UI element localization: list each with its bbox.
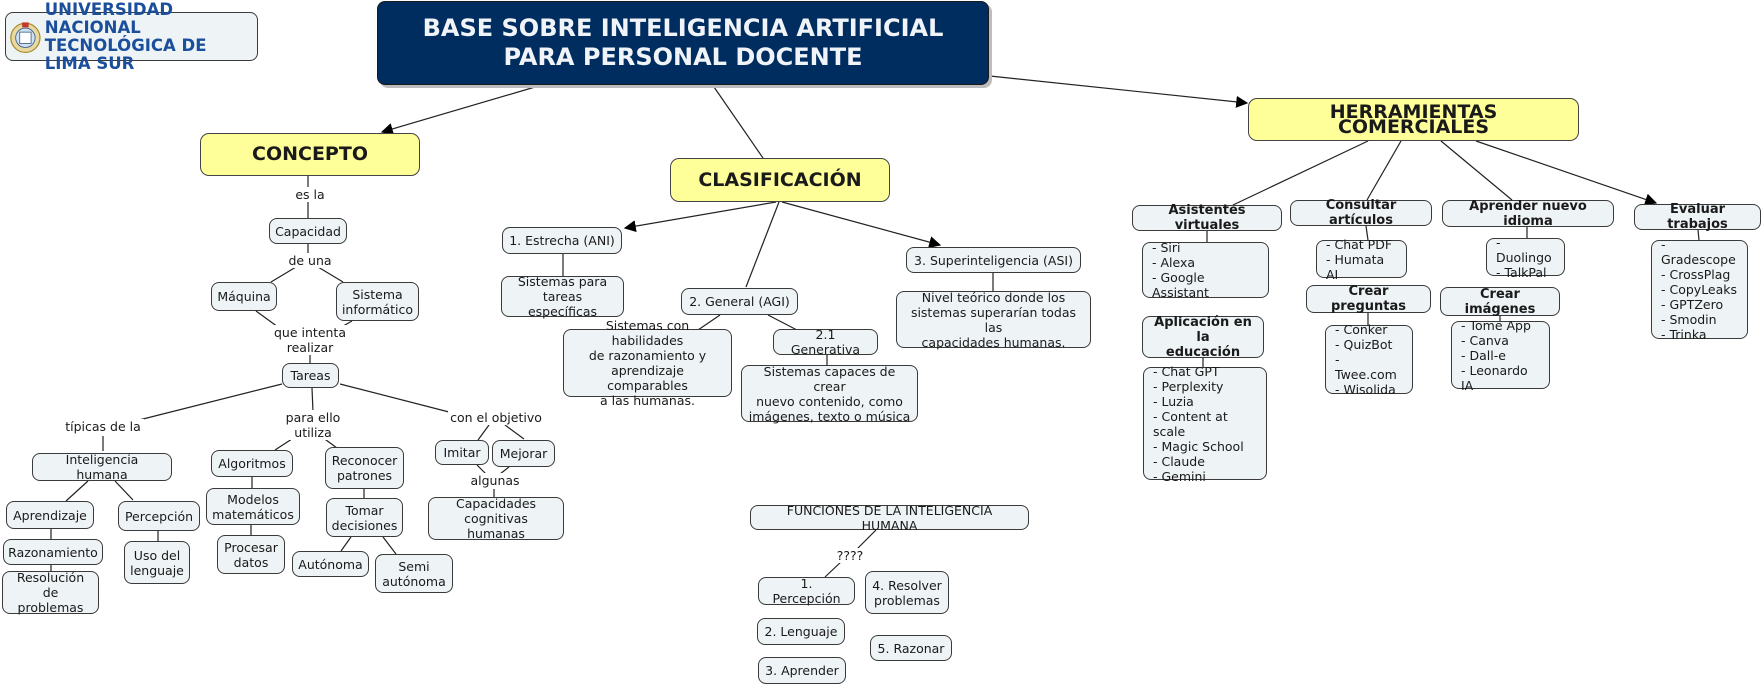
tool-group-list[interactable]: - Gradescope - CrossPlag - CopyLeaks - G… xyxy=(1651,237,1748,342)
node-algoritmos[interactable]: Algoritmos xyxy=(211,450,293,477)
link-label-de-una: de una xyxy=(283,253,337,268)
heading-concepto[interactable]: CONCEPTO xyxy=(200,133,420,176)
tool-group-title[interactable]: Consultar artículos xyxy=(1290,198,1432,228)
link-label-es-la: es la xyxy=(290,187,330,202)
funcion-item[interactable]: 2. Lenguaje xyxy=(757,618,845,645)
university-name: UNIVERSIDAD NACIONAL TECNOLÓGICA DE LIMA… xyxy=(44,0,207,73)
node-estrecha-ani[interactable]: 1. Estrecha (ANI) xyxy=(502,227,622,254)
tool-group-list[interactable]: - Tome App - Canva - Dall-e - Leonardo I… xyxy=(1451,318,1550,393)
funcion-item[interactable]: 1. Percepción xyxy=(758,576,855,606)
tool-group-title[interactable]: Crear imágenes xyxy=(1440,287,1560,317)
link-label-funciones: ???? xyxy=(832,548,868,563)
node-aprendizaje[interactable]: Aprendizaje xyxy=(6,501,94,529)
tool-group-list[interactable]: - Duolingo - TalkPal xyxy=(1486,235,1565,280)
link-title-herramientas xyxy=(989,75,1249,108)
tool-group-title[interactable]: Aprender nuevo idioma xyxy=(1442,199,1614,229)
link-label-algunas: algunas xyxy=(468,473,522,488)
tool-group-list[interactable]: - Siri - Alexa - Google Assistant xyxy=(1142,240,1269,300)
node-semi-autonoma[interactable]: Semi autónoma xyxy=(375,554,453,593)
node-capacidad[interactable]: Capacidad xyxy=(269,218,347,244)
tool-group-list[interactable]: - Chat GPT - Perplexity - Luzia - Conten… xyxy=(1143,364,1267,484)
node-inteligencia-humana[interactable]: Inteligencia humana xyxy=(32,452,172,482)
node-modelos-matematicos[interactable]: Modelos matemáticos xyxy=(206,488,300,525)
node-superinteligencia-desc[interactable]: Nivel teórico donde los sistemas superar… xyxy=(896,290,1091,350)
node-capacidades-cognitivas[interactable]: Capacidades cognitivas humanas xyxy=(428,496,564,541)
node-sistema-informatico[interactable]: Sistema informático xyxy=(336,282,419,321)
university-crest-icon xyxy=(10,21,41,53)
funcion-item[interactable]: 3. Aprender xyxy=(758,657,846,684)
main-title: BASE SOBRE INTELIGENCIA ARTIFICIAL PARA … xyxy=(377,1,989,85)
node-resolucion-problemas[interactable]: Resolución de problemas xyxy=(2,570,99,615)
link-title-clasificacion xyxy=(713,86,764,159)
node-generativa[interactable]: 2.1 Generativa xyxy=(773,327,878,357)
link-label-que-intenta: que intenta realizar xyxy=(270,325,350,355)
node-uso-lenguaje[interactable]: Uso del lenguaje xyxy=(124,541,190,584)
tool-group-list[interactable]: - Conker - QuizBot - Twee.com - Wisolida xyxy=(1325,322,1413,397)
node-imitar[interactable]: Imitar xyxy=(435,440,489,465)
heading-clasificacion[interactable]: CLASIFICACIÓN xyxy=(670,158,890,202)
node-superinteligencia-asi[interactable]: 3. Superinteligencia (ASI) xyxy=(906,247,1081,273)
node-procesar-datos[interactable]: Procesar datos xyxy=(217,535,285,574)
tool-group-list[interactable]: - Chat PDF - Humata AI xyxy=(1316,237,1407,282)
node-autonoma[interactable]: Autónoma xyxy=(292,551,369,577)
node-maquina[interactable]: Máquina xyxy=(211,282,277,311)
funcion-item[interactable]: 5. Razonar xyxy=(870,635,952,661)
node-tareas[interactable]: Tareas xyxy=(282,363,339,388)
link-label-tipicas: típicas de la xyxy=(62,419,144,434)
tool-group-title[interactable]: Crear preguntas xyxy=(1306,284,1431,314)
link-label-para-ello: para ello utiliza xyxy=(280,410,346,440)
node-general-agi[interactable]: 2. General (AGI) xyxy=(681,288,798,315)
node-reconocer-patrones[interactable]: Reconocer patrones xyxy=(325,447,404,489)
node-tomar-decisiones[interactable]: Tomar decisiones xyxy=(326,498,403,537)
heading-herramientas[interactable]: HERRAMIENTAS COMERCIALES xyxy=(1248,98,1579,141)
funcion-item[interactable]: 4. Resolver problemas xyxy=(865,571,949,614)
node-general-desc[interactable]: Sistemas con habilidades de razonamiento… xyxy=(563,318,732,408)
university-logo: UNIVERSIDAD NACIONAL TECNOLÓGICA DE LIMA… xyxy=(5,0,258,72)
node-generativa-desc[interactable]: Sistemas capaces de crear nuevo contenid… xyxy=(741,364,918,424)
node-mejorar[interactable]: Mejorar xyxy=(492,440,555,467)
node-funciones-inteligencia-humana[interactable]: FUNCIONES DE LA INTELIGENCIA HUMANA xyxy=(750,503,1029,533)
link-title-concepto xyxy=(380,86,536,135)
tool-group-title[interactable]: Asistentes virtuales xyxy=(1132,203,1282,233)
node-razonamiento[interactable]: Razonamiento xyxy=(3,539,103,565)
link-label-objetivo: con el objetivo xyxy=(448,410,544,425)
node-estrecha-desc[interactable]: Sistemas para tareas específicas xyxy=(501,274,624,319)
tool-group-title[interactable]: Aplicación en la educación xyxy=(1142,315,1264,360)
tool-group-title[interactable]: Evaluar trabajos xyxy=(1634,202,1761,232)
node-percepcion[interactable]: Percepción xyxy=(118,501,200,531)
